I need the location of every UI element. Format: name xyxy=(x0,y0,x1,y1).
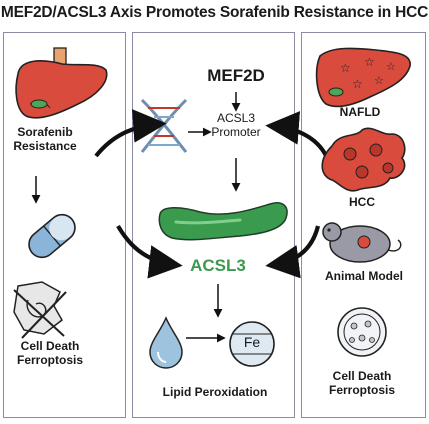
left-cell-death-label: Cell Death Ferroptosis xyxy=(10,339,90,368)
hcc-label: HCC xyxy=(349,195,375,209)
middle-panel xyxy=(132,32,295,418)
right-panel xyxy=(301,32,426,418)
arrow-left-to-acsl3 xyxy=(116,224,183,279)
diagram-title: MEF2D/ACSL3 Axis Promotes Sorafenib Resi… xyxy=(0,4,429,21)
lipid-drop-icon xyxy=(149,316,183,369)
sorafenib-resistance-label: Sorafenib Resistance xyxy=(8,125,82,154)
svg-text:☆: ☆ xyxy=(340,61,351,75)
sorafenib-resistance-line1: Sorafenib xyxy=(17,125,73,139)
svg-text:☆: ☆ xyxy=(374,74,384,87)
svg-text:☆: ☆ xyxy=(386,60,396,73)
acsl3-promoter-label: ACSL3 Promoter xyxy=(202,111,270,140)
arrow-right-to-acsl3 xyxy=(265,225,321,279)
arrow-right-to-promoter xyxy=(265,111,330,161)
right-ferroptosis-line2: Ferroptosis xyxy=(328,382,395,397)
right-cell-death-label: Cell Death Ferroptosis xyxy=(320,369,404,398)
acsl3-promoter-line2: Promoter xyxy=(211,124,261,139)
right-cell-death-line1: Cell Death xyxy=(332,369,392,383)
svg-text:☆: ☆ xyxy=(364,55,375,69)
sorafenib-resistance-line2: Resistance xyxy=(13,138,77,153)
protein-icon xyxy=(158,202,288,241)
left-ferroptosis-line2: Ferroptosis xyxy=(16,352,83,367)
arrow-resistance-to-promoter xyxy=(94,109,167,158)
ferroptosis-icon xyxy=(13,281,67,339)
acsl3-promoter-line1: ACSL3 xyxy=(216,111,256,125)
mouse-icon xyxy=(322,222,402,263)
petri-dish-icon xyxy=(337,307,387,357)
capsule-icon xyxy=(28,213,76,259)
lipid-peroxidation-label: Lipid Peroxidation xyxy=(162,385,268,399)
fatty-liver-icon: ☆ ☆ ☆ ☆ ☆ xyxy=(315,47,411,108)
animal-model-label: Animal Model xyxy=(324,269,403,283)
nafld-label: NAFLD xyxy=(339,105,381,119)
liver-icon xyxy=(15,47,108,119)
left-panel xyxy=(3,32,126,418)
left-cell-death-line1: Cell Death xyxy=(20,339,80,353)
iron-icon xyxy=(229,321,275,367)
mef2d-label: MEF2D xyxy=(207,66,265,85)
tumor-cell-icon xyxy=(321,127,406,192)
acsl3-label: ACSL3 xyxy=(190,256,246,275)
svg-text:☆: ☆ xyxy=(352,77,363,91)
iron-label: Fe xyxy=(243,334,261,350)
